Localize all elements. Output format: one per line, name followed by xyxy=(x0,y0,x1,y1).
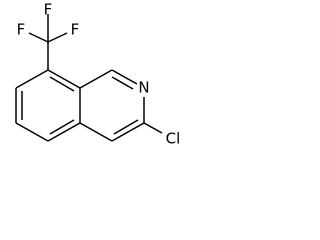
atom-f-left: F xyxy=(17,21,26,39)
bond-c-f-right xyxy=(47,32,68,43)
atom-chlorine: Cl xyxy=(166,130,181,148)
bond-c1-n xyxy=(111,69,138,85)
double-bond-c3-c4 xyxy=(113,119,139,135)
atom-f-top: F xyxy=(44,1,53,19)
molecule-structure: F F F N Cl xyxy=(15,1,181,148)
bond-c3-c4 xyxy=(111,122,145,142)
atom-f-right: F xyxy=(71,21,80,39)
bond-c3-cl xyxy=(143,122,163,134)
double-bond-c4a-c5 xyxy=(49,119,75,135)
double-bond-c8-c8a xyxy=(49,76,75,92)
structure-canvas: F F F N Cl xyxy=(0,0,192,178)
atom-nitrogen: N xyxy=(138,79,149,97)
bond-c4a-c5 xyxy=(47,122,81,142)
bond-c8a-c1 xyxy=(79,69,113,89)
bond-c5-c6 xyxy=(15,122,49,142)
bond-c-f-left xyxy=(28,32,49,43)
bond-c7-c8 xyxy=(15,69,49,89)
double-bond-c1-n xyxy=(111,76,134,90)
bond-c8-c8a xyxy=(47,69,81,89)
bond-c4-c4a xyxy=(79,122,113,142)
